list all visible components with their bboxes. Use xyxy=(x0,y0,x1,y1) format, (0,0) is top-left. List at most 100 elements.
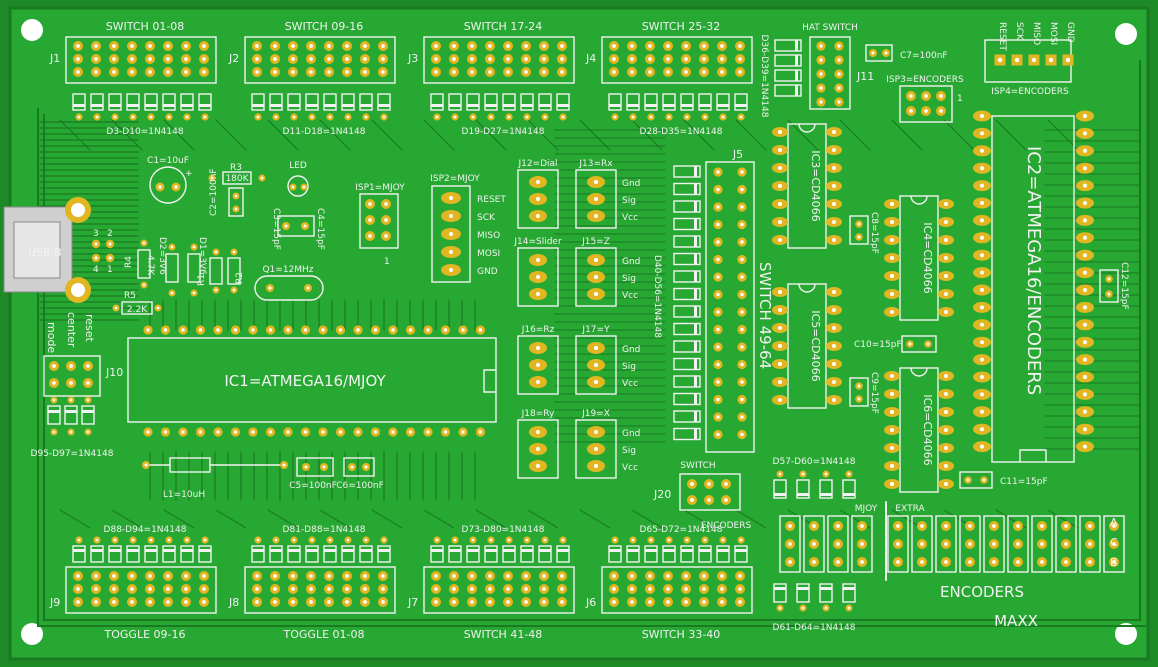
pad-hole xyxy=(716,292,720,297)
pad-hole xyxy=(721,538,725,542)
zener-label: D1=3V6 xyxy=(197,237,207,275)
pad-hole xyxy=(470,587,474,591)
pad-hole xyxy=(685,115,689,119)
pad-hole xyxy=(142,241,146,245)
pad-hole xyxy=(525,115,529,119)
pad-hole xyxy=(819,58,823,62)
isp2-pin-label: MISO xyxy=(477,231,500,241)
pad-hole xyxy=(76,57,80,61)
pad-hole xyxy=(112,600,116,604)
trace xyxy=(1047,119,1079,151)
cap-label: C11=15pF xyxy=(1000,477,1048,487)
pad-hole xyxy=(832,398,836,402)
pad-hole xyxy=(470,574,474,578)
pad-hole xyxy=(837,44,841,48)
pad-hole xyxy=(1064,560,1068,564)
pad-hole xyxy=(630,600,634,604)
j5-label: J5 xyxy=(732,148,743,161)
cap-label: C1=10uF xyxy=(147,156,189,166)
diode-band xyxy=(735,104,747,107)
header-title: TOGGLE 09-16 xyxy=(104,628,186,641)
pad-hole xyxy=(684,574,688,578)
diode-band xyxy=(699,104,711,107)
pad-hole xyxy=(890,410,894,414)
pad-hole xyxy=(488,600,492,604)
pad-hole xyxy=(273,44,277,48)
diode-band xyxy=(843,587,855,590)
diode-band xyxy=(539,549,551,552)
diode-band xyxy=(694,271,697,282)
connector-label: J8 xyxy=(228,596,239,609)
pad-hole xyxy=(812,542,816,546)
pad-hole xyxy=(667,115,671,119)
pad-hole xyxy=(488,70,492,74)
encoder-outline xyxy=(1103,515,1125,573)
pad-hole xyxy=(832,220,836,224)
j10-outline xyxy=(43,355,101,397)
capacitor-outline xyxy=(901,335,937,353)
pin-header-outline xyxy=(65,36,217,84)
encoder-outline xyxy=(1007,515,1029,573)
diode-body xyxy=(556,93,570,111)
diode-band xyxy=(774,493,786,496)
diode-body xyxy=(662,545,676,563)
pad-hole xyxy=(166,70,170,74)
pad-hole xyxy=(543,115,547,119)
pad-hole xyxy=(452,57,456,61)
pad-hole xyxy=(968,560,972,564)
pad-hole xyxy=(382,538,386,542)
pad-hole xyxy=(210,176,214,180)
pad-hole xyxy=(724,498,728,502)
diode-band xyxy=(843,493,855,496)
pad-hole xyxy=(184,600,188,604)
analog-pin-label: Sig xyxy=(622,362,636,372)
diode-band xyxy=(663,104,675,107)
pad-hole xyxy=(716,275,720,279)
pad-hole xyxy=(255,587,259,591)
pad-hole xyxy=(1083,288,1087,292)
diode-band xyxy=(73,104,85,107)
pad-hole xyxy=(980,322,984,327)
connector-label: J9 xyxy=(49,596,60,609)
resistor-body xyxy=(209,257,223,285)
pad-hole xyxy=(690,482,694,486)
pad-hole xyxy=(1083,427,1087,432)
encoder-outline xyxy=(827,515,849,573)
pad-hole xyxy=(890,256,894,260)
pad-hole xyxy=(1112,524,1116,528)
pad-hole xyxy=(488,574,492,578)
pad-hole xyxy=(992,542,996,546)
diode-label: D3-D10=1N4148 xyxy=(106,127,183,137)
encoder-outline xyxy=(935,515,957,573)
led-outline xyxy=(287,175,309,197)
pad-hole xyxy=(327,587,331,591)
diode-body xyxy=(162,545,176,563)
pad-hole xyxy=(363,70,367,74)
ic1-label: IC1=ATMEGA16/MJOY xyxy=(224,372,386,390)
pad-hole xyxy=(836,524,840,528)
isp2-pin-label: GND xyxy=(477,267,498,277)
pad-hole xyxy=(594,275,598,279)
trace xyxy=(579,119,611,151)
header-title: SWITCH 25-32 xyxy=(642,20,721,33)
pad-hole xyxy=(740,222,744,227)
pad-hole xyxy=(94,587,98,591)
pad-hole xyxy=(630,574,634,578)
diode-body xyxy=(673,200,701,213)
pad-hole xyxy=(148,57,152,61)
pad-hole xyxy=(130,57,134,61)
pad-hole xyxy=(1083,305,1087,310)
pad-hole xyxy=(1107,292,1111,296)
pad-hole xyxy=(740,240,744,244)
trace xyxy=(735,509,767,529)
cap-label: C12=15pF xyxy=(1119,262,1129,310)
pad-hole xyxy=(778,606,782,610)
pin-header-outline xyxy=(601,566,753,614)
pad-hole xyxy=(322,465,326,469)
analog-pin-label: Gnd xyxy=(622,345,640,355)
pad-hole xyxy=(630,44,634,48)
pad-hole xyxy=(268,328,273,332)
pad-hole xyxy=(382,115,386,119)
pad-hole xyxy=(824,606,828,610)
trace xyxy=(995,119,1027,151)
